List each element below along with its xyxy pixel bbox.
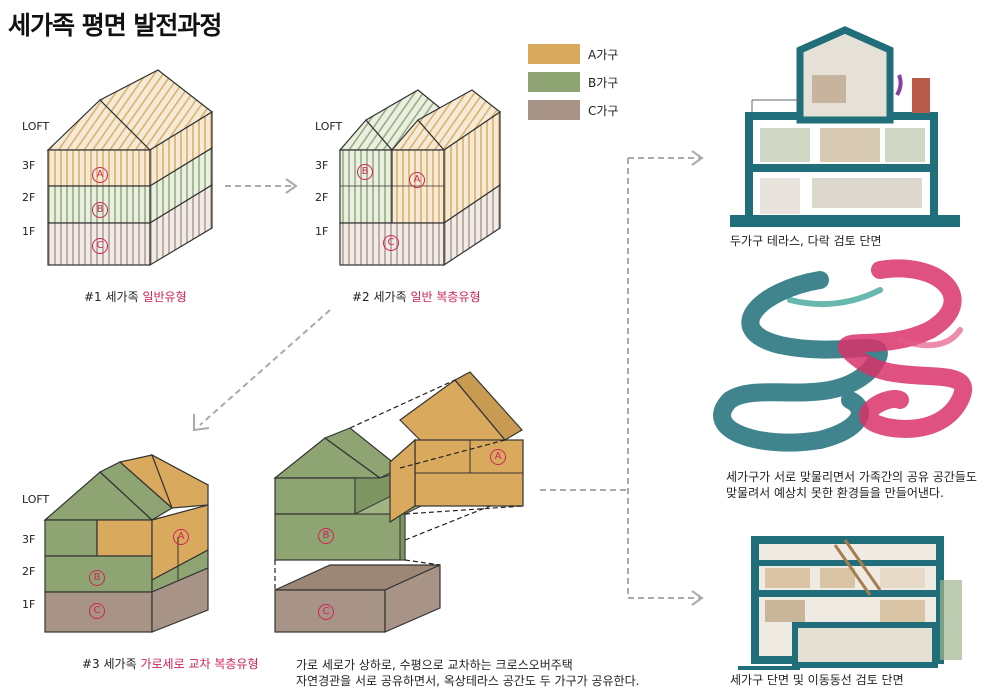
arrow-2-to-3-head xyxy=(193,414,210,432)
d1-mark-b: B xyxy=(92,202,108,218)
d3-label-1f: 1F xyxy=(22,598,36,611)
d2-front-b xyxy=(339,149,393,224)
section-drawing-1 xyxy=(730,26,960,227)
diagram-1-caption-highlight: 일반유형 xyxy=(142,290,187,304)
diagram-2-caption-prefix: #2 세가족 xyxy=(352,290,411,304)
d1-label-1f: 1F xyxy=(22,225,36,238)
d3-3f-green xyxy=(44,519,98,557)
d2-mark-a: A xyxy=(409,172,425,188)
d1-label-3f: 3F xyxy=(22,159,36,172)
swirl-caption-line-1: 세가구가 서로 맞물리면서 가족간의 공유 공간들도 xyxy=(726,470,977,484)
diagram-1-caption-prefix: #1 세가족 xyxy=(84,290,143,304)
d3-mark-a: A xyxy=(173,529,189,545)
d2-mark-c: C xyxy=(383,235,399,251)
page-title: 세가족 평면 발전과정 xyxy=(8,11,222,40)
description-line-2: 자연경관을 서로 공유하면서, 옥상테라스 공간도 두 가구가 공유한다. xyxy=(296,674,640,688)
diagram-1-caption: #1 세가족 일반유형 xyxy=(84,288,187,305)
d2-label-1f: 1F xyxy=(315,225,329,238)
exp-tan-roof-side xyxy=(454,371,523,441)
d2-label-2f: 2F xyxy=(315,191,329,204)
legend-label-c: C가구 xyxy=(588,104,619,118)
d2-side-c xyxy=(443,183,501,267)
exp-green-upper xyxy=(274,477,356,515)
legend-swatch-b xyxy=(528,72,580,92)
d3-side-brown xyxy=(151,567,209,633)
diagram-2-house xyxy=(338,89,502,267)
legend-label-a: A가구 xyxy=(588,48,619,62)
d1-label-2f: 2F xyxy=(22,191,36,204)
section-drawing-2 xyxy=(738,536,962,670)
section-1-caption: 두가구 테라스, 다락 검토 단면 xyxy=(730,234,882,248)
diagram-3-caption: #3 세가족 가로세로 교차 복층유형 xyxy=(82,655,258,672)
d3-label-2f: 2F xyxy=(22,565,36,578)
arrow-2-to-3 xyxy=(199,309,331,426)
connector-top-head xyxy=(691,150,704,166)
exploded-diagram xyxy=(273,371,524,633)
swirl-image xyxy=(713,259,972,452)
arrow-1-to-2-head xyxy=(285,178,298,194)
legend-label-b: B가구 xyxy=(588,76,619,90)
legend-swatch-a xyxy=(528,44,580,64)
section-2-caption: 세가구 단면 및 이동동선 검토 단면 xyxy=(730,673,904,687)
exp-green-lower xyxy=(274,513,406,561)
diagram-2-caption-highlight: 일반 복층유형 xyxy=(410,290,481,304)
swirl-caption-line-2: 맞물려서 예상치 못한 환경들을 만들어낸다. xyxy=(726,486,944,500)
legend-swatch-c xyxy=(528,100,580,120)
d2-mark-b: B xyxy=(357,164,373,180)
d3-mark-b: B xyxy=(89,570,105,586)
d1-side-c xyxy=(149,183,213,267)
d1-mark-a: A xyxy=(92,167,108,183)
connector-bottom-head xyxy=(691,590,704,606)
d1-mark-c: C xyxy=(92,238,108,254)
diagram-1-house xyxy=(46,69,214,267)
diagram-3-caption-highlight: 가로세로 교차 복층유형 xyxy=(140,657,259,671)
d2-label-loft: LOFT xyxy=(315,120,343,133)
exp-mark-c: C xyxy=(318,604,334,620)
d3-label-3f: 3F xyxy=(22,533,36,546)
d3-3f-tan xyxy=(96,519,153,557)
diagram-3-caption-prefix: #3 세가족 xyxy=(82,657,141,671)
exp-mark-b: B xyxy=(318,528,334,544)
exp-brown-side xyxy=(384,564,441,633)
description-line-1: 가로 세로가 상하로, 수평으로 교차하는 크로스오버주택 xyxy=(296,658,573,672)
d3-mark-c: C xyxy=(89,603,105,619)
exp-mark-a: A xyxy=(490,449,506,465)
d2-label-3f: 3F xyxy=(315,159,329,172)
diagram-2-caption: #2 세가족 일반 복층유형 xyxy=(352,288,481,305)
exp-tan-step xyxy=(389,438,416,524)
diagram-3-house xyxy=(43,453,210,633)
d3-label-loft: LOFT xyxy=(22,493,50,506)
d1-label-loft: LOFT xyxy=(22,120,50,133)
